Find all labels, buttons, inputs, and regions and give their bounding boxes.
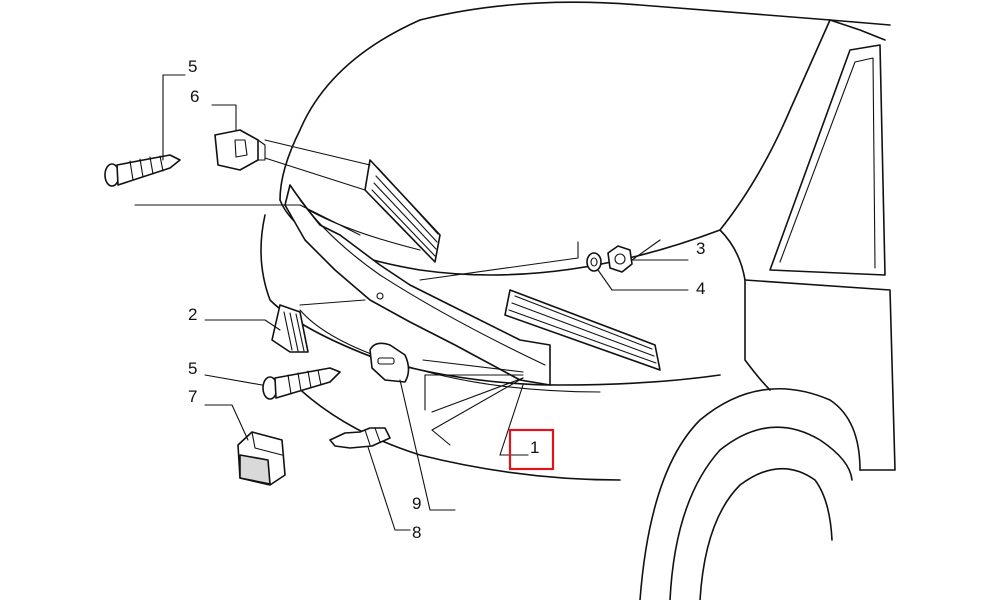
bumper-lower xyxy=(289,379,621,481)
van-body xyxy=(260,1,896,600)
windshield-top-edge xyxy=(419,1,891,26)
part-5-screw-upper xyxy=(104,154,181,187)
fender-edge xyxy=(719,229,771,391)
callout-5-lower: 5 xyxy=(188,359,197,378)
callout-8: 8 xyxy=(412,523,421,542)
callout-1-highlight xyxy=(508,428,555,471)
wheel-arch-inner xyxy=(669,426,853,600)
door-window xyxy=(769,44,886,276)
callout-3: 3 xyxy=(696,239,705,258)
tire xyxy=(699,467,833,600)
callout-4: 4 xyxy=(696,279,705,298)
part-7-retainer xyxy=(237,431,286,486)
hood-right-edge xyxy=(719,19,831,231)
part-4-washer xyxy=(586,252,602,272)
part-5-screw-lower xyxy=(262,367,341,400)
upper-grille-vent xyxy=(364,159,441,263)
callout-6: 6 xyxy=(190,87,199,106)
part-3-nut xyxy=(607,245,633,273)
lower-grille-vent xyxy=(504,289,661,371)
bumper-crease xyxy=(299,309,601,393)
part-1-trim-strip xyxy=(284,184,551,386)
callout-5-upper: 5 xyxy=(188,57,197,76)
door-window-inner xyxy=(779,57,876,269)
part-2-clip-insert xyxy=(271,304,309,353)
door-lower xyxy=(744,279,896,471)
part-9-badge xyxy=(369,342,410,383)
part-8-pin xyxy=(329,427,391,449)
callout-2: 2 xyxy=(188,305,197,324)
wheel-arch xyxy=(639,387,861,600)
callouts: 5 6 3 4 2 5 7 1 9 8 xyxy=(188,57,705,542)
part-6-clip xyxy=(214,129,266,171)
hood-left-edge xyxy=(279,19,421,201)
callout-1: 1 xyxy=(530,438,539,457)
callout-9: 9 xyxy=(412,494,421,513)
a-pillar xyxy=(829,19,886,41)
callout-7: 7 xyxy=(188,387,197,406)
leader-lines xyxy=(134,74,689,531)
